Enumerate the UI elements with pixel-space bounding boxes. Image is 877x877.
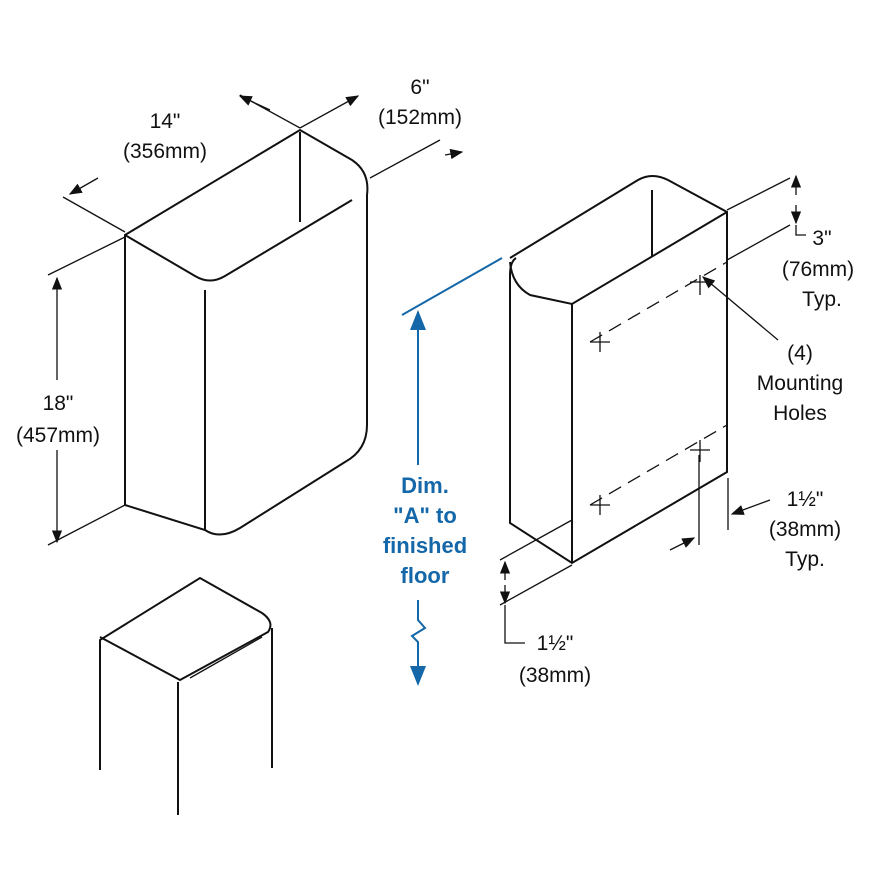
depth-mm: (152mm) <box>378 106 462 129</box>
height-inches: 18" <box>43 392 74 415</box>
left-dimensions <box>47 94 464 546</box>
bottom-inches: 1½" <box>537 632 574 655</box>
dim-a-line-3: finished <box>383 533 467 558</box>
side-inches: 1½" <box>787 488 824 511</box>
bottom-mm: (38mm) <box>519 664 591 687</box>
holes-count: (4) <box>787 342 813 365</box>
dim-a-line-4: floor <box>401 563 450 588</box>
right-dimensions <box>499 174 806 644</box>
left-receptacle <box>124 128 369 536</box>
depth-inches: 6" <box>410 76 429 99</box>
side-typ: Typ. <box>785 548 825 571</box>
width-mm: (356mm) <box>123 140 207 163</box>
holes-label-1: Mounting <box>757 372 843 395</box>
dim-a-indicator <box>401 257 503 686</box>
dim-a-line-2: "A" to <box>393 503 457 528</box>
height-mm: (457mm) <box>16 424 100 447</box>
holes-label-2: Holes <box>773 402 827 425</box>
width-inches: 14" <box>150 110 181 133</box>
top-inches: 3" <box>812 227 831 250</box>
top-typ: Typ. <box>802 288 842 311</box>
right-receptacle <box>509 175 728 565</box>
top-mm: (76mm) <box>782 258 854 281</box>
dim-a-line-1: Dim. <box>401 473 449 498</box>
side-mm: (38mm) <box>769 518 841 541</box>
lower-receptacle <box>99 576 273 815</box>
